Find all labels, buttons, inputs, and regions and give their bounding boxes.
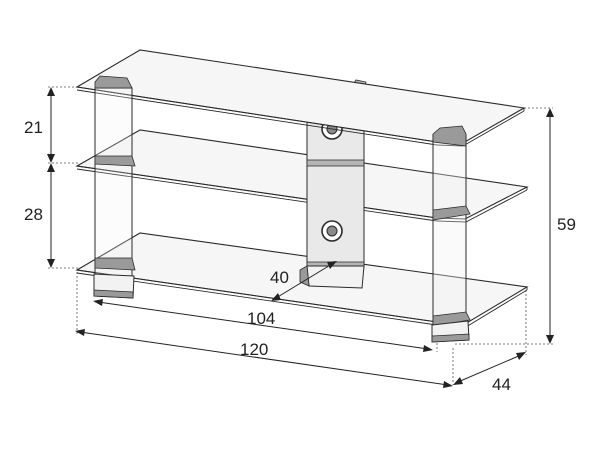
right-leg xyxy=(431,125,471,343)
dim-shelf-gap-bottom: 28 xyxy=(24,163,55,268)
top-shelf xyxy=(75,49,526,147)
dim-width-total: 120 xyxy=(75,329,453,388)
label-shelf-gap-top: 21 xyxy=(24,118,43,137)
dim-depth-total: 44 xyxy=(453,352,526,394)
left-leg xyxy=(93,75,136,299)
label-total-height: 59 xyxy=(557,215,576,234)
label-width-inner: 104 xyxy=(247,309,275,328)
extension-lines xyxy=(48,86,553,385)
label-shelf-gap-bottom: 28 xyxy=(24,205,43,224)
dim-depth-inner: 40 xyxy=(270,261,337,301)
middle-shelf xyxy=(75,129,529,223)
label-width-total: 120 xyxy=(240,340,268,359)
dim-shelf-gap-top: 21 xyxy=(24,87,55,163)
dim-total-height: 59 xyxy=(546,108,576,344)
label-depth-inner: 40 xyxy=(270,268,289,287)
label-depth-total: 44 xyxy=(492,375,511,394)
dim-width-inner: 104 xyxy=(93,299,433,352)
